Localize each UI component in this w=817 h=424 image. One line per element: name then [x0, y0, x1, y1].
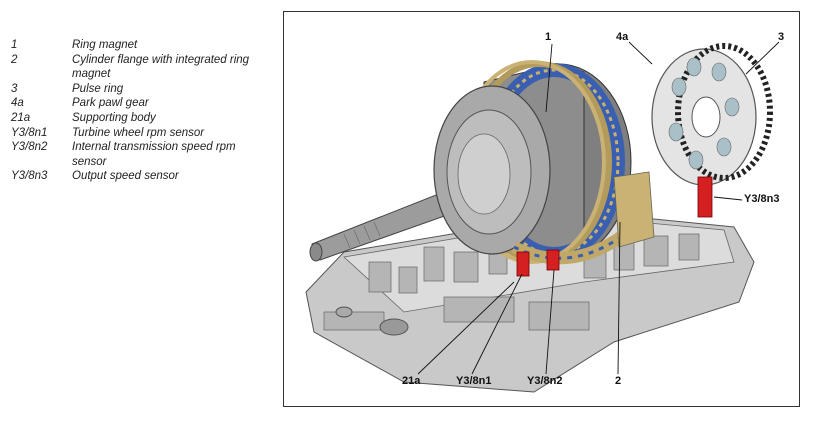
callout-y3-8n3: Y3/8n3 — [744, 193, 780, 205]
callout-1: 1 — [545, 31, 552, 43]
legend-description: Cylinder flange with integrated ring mag… — [72, 53, 250, 81]
legend-row: 3 Pulse ring — [11, 82, 271, 97]
legend-key: 2 — [11, 53, 18, 66]
callout-y3-8n2: Y3/8n2 — [527, 375, 563, 387]
legend-row: 21a Supporting body — [11, 111, 271, 126]
legend-row: 2 Cylinder flange with integrated ring m… — [11, 53, 271, 82]
legend-description: Pulse ring — [72, 82, 124, 95]
callout-leaders — [417, 41, 780, 375]
pulse-ring-assembly — [651, 43, 773, 186]
turbine-wheel-rpm-sensor — [516, 251, 530, 277]
legend-key: 21a — [11, 111, 31, 124]
legend-description: Internal transmission speed rpm sensor — [72, 141, 236, 168]
legend-key: 1 — [11, 39, 18, 51]
legend-description: Output speed sensor — [72, 170, 179, 183]
legend-description: Park pawl gear — [72, 97, 149, 110]
callout-4a: 4a — [616, 31, 629, 43]
legend-table: 1 Ring magnet 2 Cylinder flange with int… — [11, 38, 271, 184]
legend-row: 4a Park pawl gear — [11, 96, 271, 111]
output-speed-sensor — [697, 176, 713, 218]
callout-y3-8n1: Y3/8n1 — [456, 375, 492, 387]
legend-description: Ring magnet — [72, 39, 138, 51]
legend-key: 4a — [11, 97, 24, 110]
internal-speed-rpm-sensor — [546, 249, 560, 271]
callout-2: 2 — [615, 375, 622, 387]
legend-key: Y3/8n1 — [11, 126, 48, 139]
legend-row: Y3/8n1 Turbine wheel rpm sensor — [11, 126, 271, 141]
legend-key: 3 — [11, 82, 18, 95]
callout-3: 3 — [778, 31, 785, 43]
transmission-drawing — [305, 41, 780, 393]
shaft-end — [309, 242, 323, 262]
legend-description: Turbine wheel rpm sensor — [72, 126, 205, 139]
callout-21a: 21a — [402, 375, 421, 387]
legend-key: Y3/8n2 — [11, 141, 48, 154]
transmission-illustration: 1 4a 3 Y3/8n3 21a Y3/8n1 Y3/8n2 2 — [283, 11, 800, 407]
legend-description: Supporting body — [72, 111, 156, 124]
legend-row: Y3/8n3 Output speed sensor — [11, 169, 271, 184]
pulse-ring — [675, 43, 773, 181]
legend-row: Y3/8n2 Internal transmission speed rpm s… — [11, 140, 271, 169]
legend-key: Y3/8n3 — [11, 170, 48, 183]
legend-row: 1 Ring magnet — [11, 38, 271, 53]
